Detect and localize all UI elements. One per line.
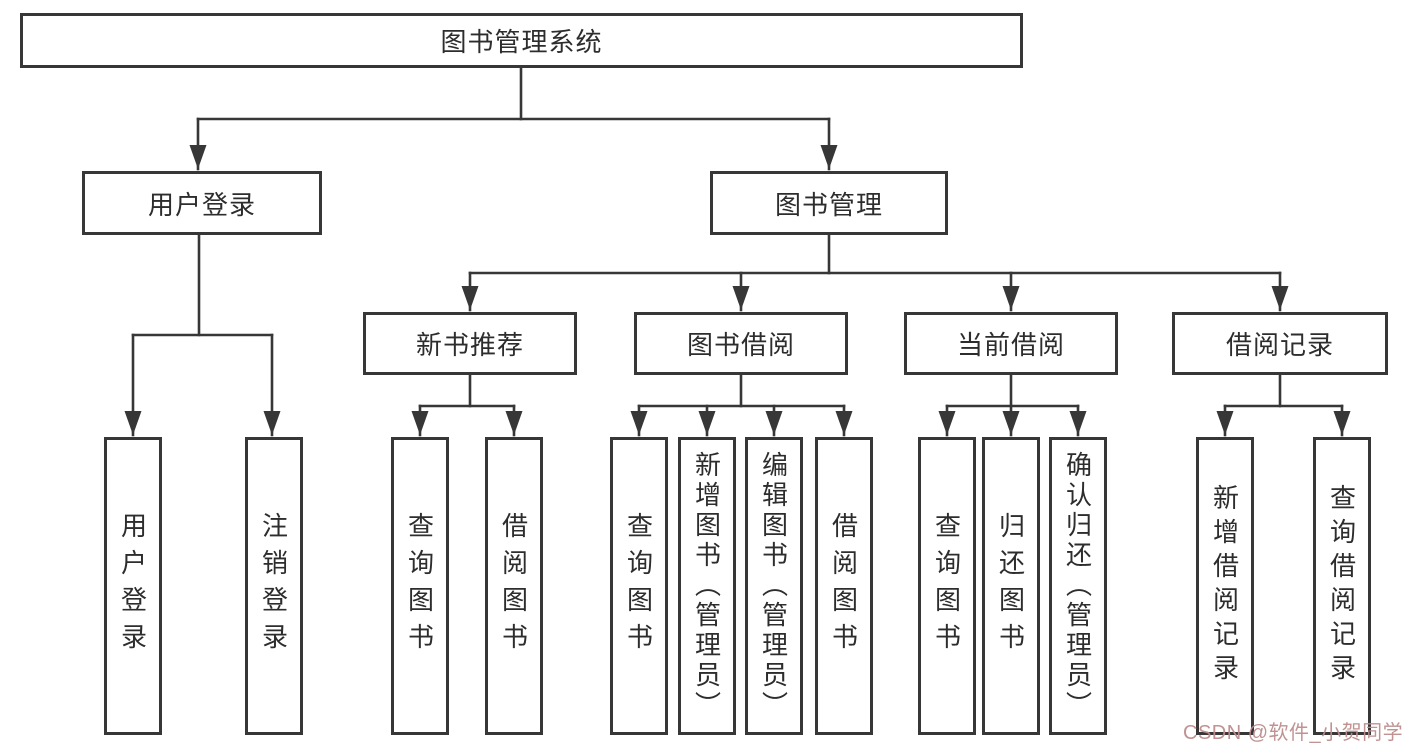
node-label: 借阅记录	[1225, 330, 1334, 360]
node-label: 当前借阅	[956, 330, 1065, 360]
leaf-query-borrow-record: 查询借阅记录	[1313, 437, 1371, 735]
node-borrowing-records: 借阅记录	[1172, 312, 1388, 375]
node-label: 新增图书（管理员）	[691, 451, 722, 721]
leaf-borrow-books: 借阅图书	[815, 437, 873, 735]
node-label: 归还图书	[995, 512, 1026, 660]
node-label: 查询图书	[623, 512, 654, 660]
leaf-query-books-current: 查询图书	[918, 437, 976, 735]
leaf-confirm-return-admin: 确认归还（管理员）	[1049, 437, 1107, 735]
leaf-query-books-recommend: 查询图书	[391, 437, 449, 735]
leaf-borrow-books-recommend: 借阅图书	[485, 437, 543, 735]
node-label: 用户登录	[147, 189, 256, 220]
leaf-logout: 注销登录	[245, 437, 303, 735]
leaf-add-books-admin: 新增图书（管理员）	[678, 437, 736, 735]
leaf-edit-books-admin: 编辑图书（管理员）	[745, 437, 803, 735]
node-label: 新书推荐	[415, 330, 524, 360]
leaf-return-books: 归还图书	[982, 437, 1040, 735]
node-label: 查询借阅记录	[1326, 484, 1357, 688]
leaf-query-books-borrow: 查询图书	[610, 437, 668, 735]
node-book-management: 图书管理	[710, 171, 948, 235]
node-library-management-system: 图书管理系统	[20, 13, 1023, 68]
leaf-user-login: 用户登录	[104, 437, 162, 735]
node-label: 图书借阅	[686, 330, 795, 360]
node-label: 借阅图书	[828, 512, 859, 660]
csdn-watermark: CSDN @软件_小贺同学	[1183, 722, 1404, 744]
node-label: 图书管理	[774, 189, 883, 220]
node-label: 查询图书	[931, 512, 962, 660]
node-user-login: 用户登录	[82, 171, 322, 235]
node-label: 查询图书	[404, 512, 435, 660]
node-label: 用户登录	[117, 512, 148, 660]
node-new-book-recommendation: 新书推荐	[363, 312, 577, 375]
node-label: 新增借阅记录	[1209, 484, 1240, 688]
node-label: 借阅图书	[498, 512, 529, 660]
node-label: 图书管理系统	[440, 27, 603, 57]
leaf-add-borrow-record: 新增借阅记录	[1196, 437, 1254, 735]
node-label: 注销登录	[258, 512, 289, 660]
node-label: 确认归还（管理员）	[1062, 451, 1093, 721]
node-current-borrowing: 当前借阅	[904, 312, 1118, 375]
node-label: 编辑图书（管理员）	[758, 451, 789, 721]
node-book-borrowing: 图书借阅	[634, 312, 848, 375]
